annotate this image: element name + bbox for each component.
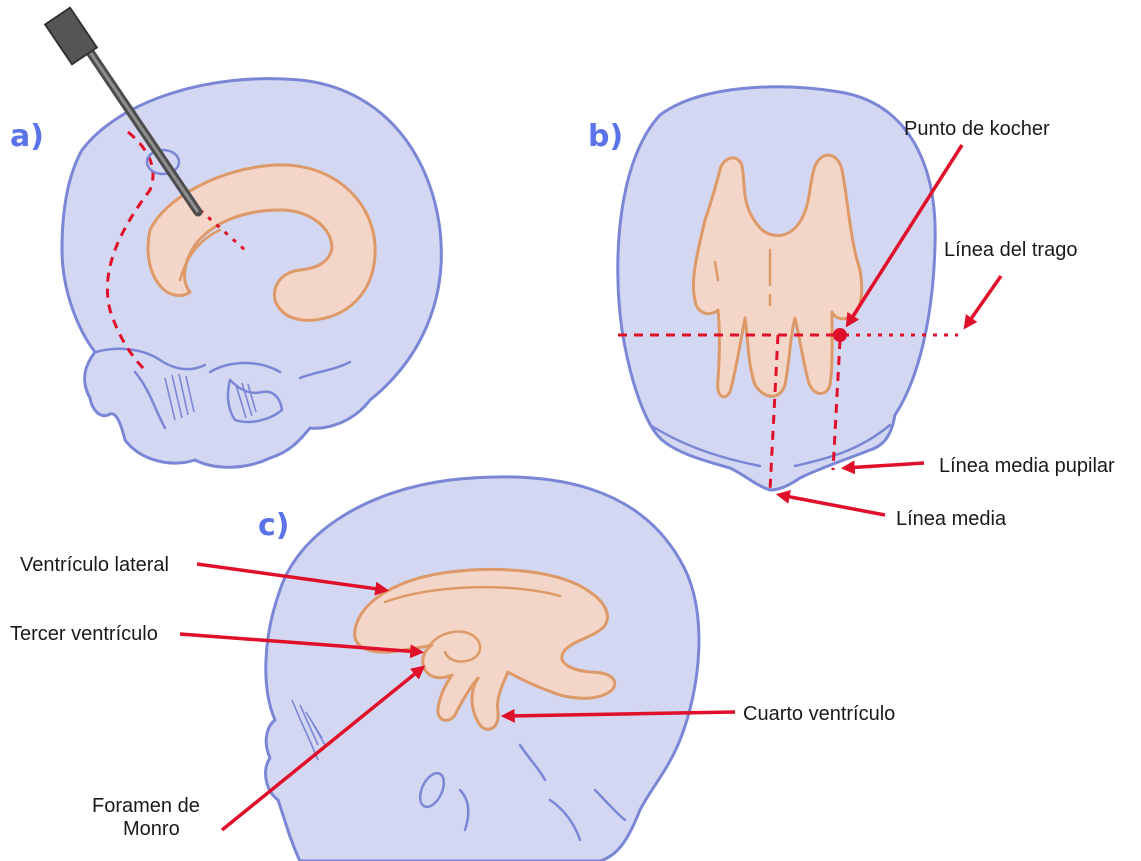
panel-a: a) [10, 8, 441, 468]
skull-a-outline [62, 79, 441, 468]
label-linea-media: Línea media [896, 508, 1007, 530]
label-linea-trago: Línea del trago [944, 239, 1077, 261]
label-ventriculo-lateral: Ventrículo lateral [20, 554, 169, 576]
panel-a-letter: a) [10, 119, 44, 154]
panel-c-letter: c) [258, 508, 290, 543]
label-foramen-monro-line2: Monro [123, 818, 180, 840]
arrow-pupilar [845, 463, 924, 468]
panel-b-letter: b) [588, 119, 623, 154]
label-tercer-ventriculo: Tercer ventrículo [10, 623, 158, 645]
panel-c: Ventrículo lateral Tercer ventrículo Cua… [10, 477, 895, 861]
panel-b: Punto de kocher Línea del trago Línea me… [588, 87, 1115, 530]
label-cuarto-ventriculo: Cuarto ventrículo [743, 703, 895, 725]
kocher-point-icon [833, 328, 847, 342]
label-foramen-monro-line1: Foramen de [92, 795, 200, 817]
arrow-media [780, 495, 885, 515]
arrow-trago [966, 276, 1001, 326]
label-linea-media-pupilar: Línea media pupilar [939, 455, 1115, 477]
label-punto-kocher: Punto de kocher [904, 118, 1050, 140]
